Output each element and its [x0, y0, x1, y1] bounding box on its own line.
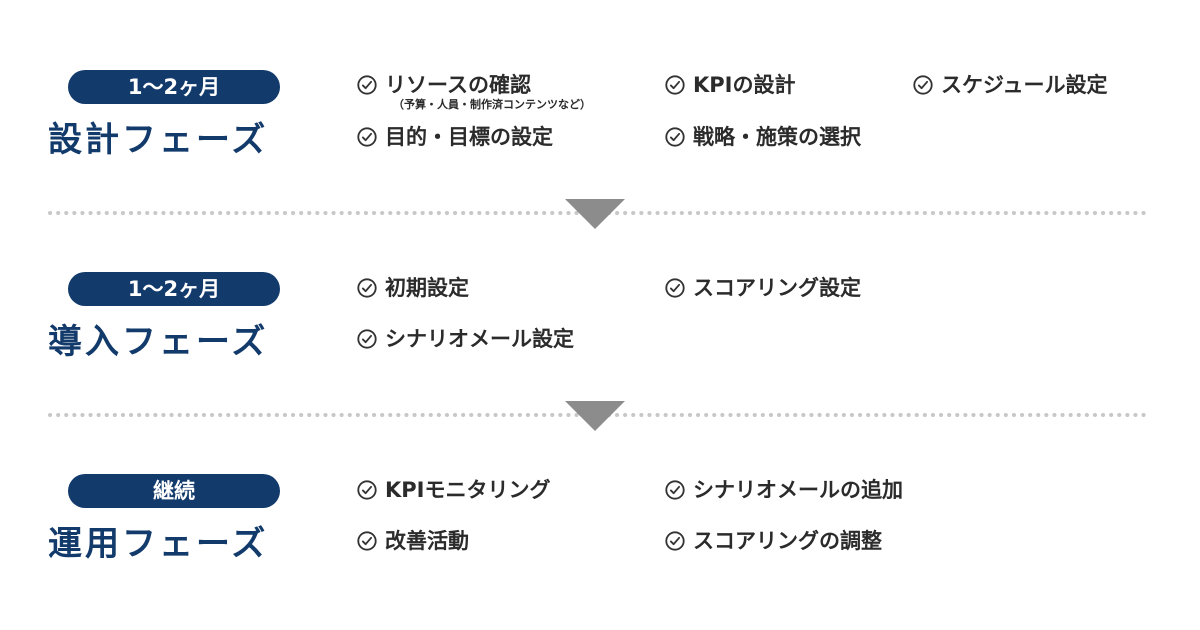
- task-label: 改善活動: [385, 529, 469, 553]
- task-label: 初期設定: [385, 276, 469, 300]
- check-circle-icon: [665, 127, 685, 147]
- task-label: スコアリングの調整: [693, 529, 882, 553]
- task-label: KPIの設計: [693, 73, 796, 97]
- task-label: 目的・目標の設定: [385, 125, 553, 149]
- check-circle-icon: [357, 480, 377, 500]
- check-circle-icon: [913, 75, 933, 95]
- task-label: シナリオメールの追加: [693, 478, 903, 502]
- task-item: シナリオメール設定: [356, 326, 574, 352]
- task-item: 改善活動: [356, 528, 469, 554]
- check-circle-icon: [357, 75, 377, 95]
- check-circle-icon: [357, 531, 377, 551]
- duration-badge: 1〜2ヶ月: [68, 70, 280, 104]
- phase-divider: [48, 199, 1148, 229]
- task-item: リソースの確認 （予算・人員・制作済コンテンツなど）: [356, 72, 591, 112]
- task-label: シナリオメール設定: [385, 327, 574, 351]
- duration-badge: 継続: [68, 474, 280, 508]
- check-circle-icon: [357, 278, 377, 298]
- phase-operation: 継続 運用フェーズ KPIモニタリング シナリオメールの追加 改善活動 スコアリ…: [0, 474, 1200, 604]
- task-item: 目的・目標の設定: [356, 124, 553, 150]
- task-item: スコアリング設定: [664, 275, 861, 301]
- check-circle-icon: [357, 127, 377, 147]
- task-note: （予算・人員・制作済コンテンツなど）: [393, 98, 591, 111]
- task-item: スコアリングの調整: [664, 528, 882, 554]
- task-label: スケジュール設定: [941, 73, 1108, 97]
- task-item: 初期設定: [356, 275, 469, 301]
- phase-design: 1〜2ヶ月 設計フェーズ リソースの確認 （予算・人員・制作済コンテンツなど） …: [0, 70, 1200, 200]
- triangle-down-icon: [565, 401, 625, 431]
- task-label: リソースの確認: [385, 73, 531, 97]
- task-item: シナリオメールの追加: [664, 477, 903, 503]
- check-circle-icon: [665, 531, 685, 551]
- phase-title: 導入フェーズ: [48, 322, 269, 362]
- phase-divider: [48, 401, 1148, 431]
- triangle-down-icon: [565, 199, 625, 229]
- task-item: KPIモニタリング: [356, 477, 550, 503]
- check-circle-icon: [665, 75, 685, 95]
- phase-title: 運用フェーズ: [48, 524, 269, 564]
- check-circle-icon: [665, 278, 685, 298]
- check-circle-icon: [665, 480, 685, 500]
- task-item: 戦略・施策の選択: [664, 124, 861, 150]
- task-item: KPIの設計: [664, 72, 795, 98]
- task-item: スケジュール設定: [912, 72, 1108, 98]
- task-label: KPIモニタリング: [385, 478, 551, 502]
- phase-title: 設計フェーズ: [48, 120, 269, 160]
- check-circle-icon: [357, 329, 377, 349]
- duration-badge: 1〜2ヶ月: [68, 272, 280, 306]
- phase-introduction: 1〜2ヶ月 導入フェーズ 初期設定 スコアリング設定 シナリオメール設定: [0, 272, 1200, 402]
- task-label: 戦略・施策の選択: [693, 125, 861, 149]
- task-label: スコアリング設定: [693, 276, 861, 300]
